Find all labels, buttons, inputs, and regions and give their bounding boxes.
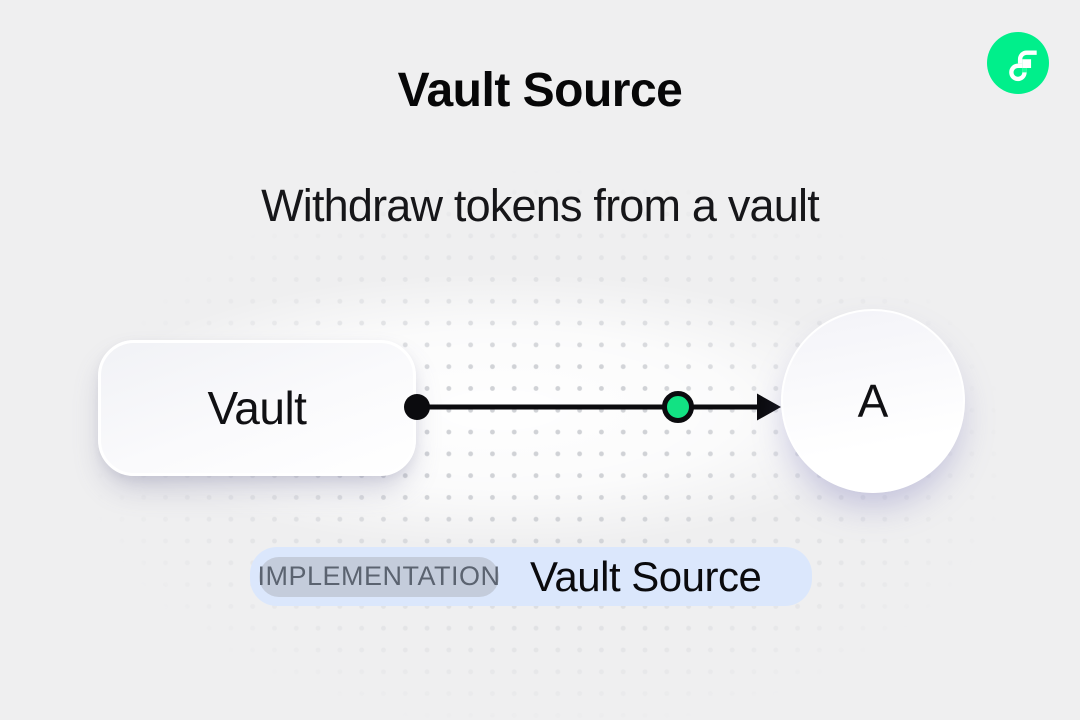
caption-label: Vault Source bbox=[530, 552, 762, 600]
implementation-badge: IMPLEMENTATION bbox=[258, 556, 500, 597]
page-title: Vault Source bbox=[397, 64, 683, 117]
flow-logo-icon bbox=[987, 32, 1049, 94]
arrowhead-icon bbox=[757, 393, 781, 421]
vault-node-label: Vault bbox=[207, 382, 307, 434]
vault-node: Vault bbox=[98, 340, 416, 476]
page-subtitle: Withdraw tokens from a vault bbox=[261, 180, 820, 231]
green-marker-dot bbox=[662, 391, 694, 423]
target-node: A bbox=[781, 309, 965, 493]
implementation-caption: IMPLEMENTATION Vault Source bbox=[250, 547, 812, 606]
flow-arrow bbox=[404, 391, 781, 423]
target-node-label: A bbox=[857, 375, 889, 427]
arrow-start-dot bbox=[404, 394, 430, 420]
